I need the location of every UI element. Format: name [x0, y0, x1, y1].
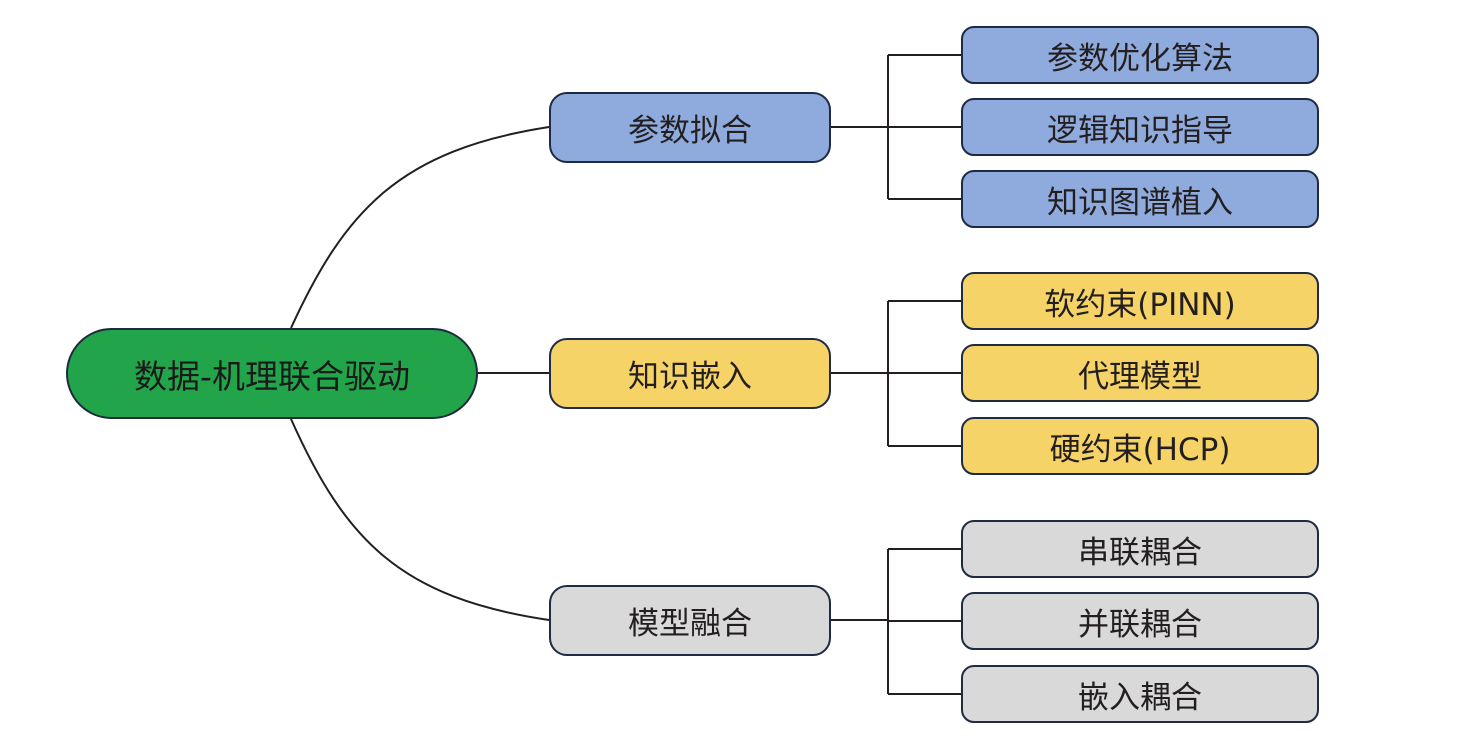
branch-label: 知识嵌入 [628, 359, 752, 395]
leaf-label: 代理模型 [1078, 358, 1202, 395]
leaf-node: 硬约束(HCP) [961, 417, 1319, 475]
branch-node-parameter-fitting: 参数拟合 [549, 92, 831, 163]
root-label: 数据-机理联合驱动 [134, 356, 410, 396]
leaf-label: 软约束(PINN) [1044, 286, 1236, 323]
leaf-node: 并联耦合 [961, 592, 1319, 650]
leaf-node: 软约束(PINN) [961, 272, 1319, 330]
branch-label: 参数拟合 [628, 113, 752, 149]
connector-root-branch-3 [290, 418, 550, 621]
connector-branch-1-leaves [831, 54, 961, 200]
connector-root-branch-1 [290, 126, 550, 329]
connector-branch-3-leaves [831, 548, 961, 695]
leaf-label: 知识图谱植入 [1047, 184, 1233, 221]
branch-node-knowledge-embedding: 知识嵌入 [549, 338, 831, 409]
leaf-label: 并联耦合 [1078, 606, 1202, 643]
connector-branch-2-leaves [831, 300, 961, 447]
leaf-node: 代理模型 [961, 344, 1319, 402]
leaf-label: 嵌入耦合 [1078, 679, 1202, 716]
leaf-label: 逻辑知识指导 [1047, 112, 1233, 149]
leaf-node: 参数优化算法 [961, 26, 1319, 84]
leaf-node: 知识图谱植入 [961, 170, 1319, 228]
leaf-label: 串联耦合 [1078, 534, 1202, 571]
branch-label: 模型融合 [628, 606, 752, 642]
root-node: 数据-机理联合驱动 [66, 328, 478, 419]
leaf-node: 串联耦合 [961, 520, 1319, 578]
leaf-label: 硬约束(HCP) [1049, 431, 1231, 468]
leaf-node: 嵌入耦合 [961, 665, 1319, 723]
leaf-node: 逻辑知识指导 [961, 98, 1319, 156]
leaf-label: 参数优化算法 [1047, 40, 1233, 77]
branch-node-model-fusion: 模型融合 [549, 585, 831, 656]
